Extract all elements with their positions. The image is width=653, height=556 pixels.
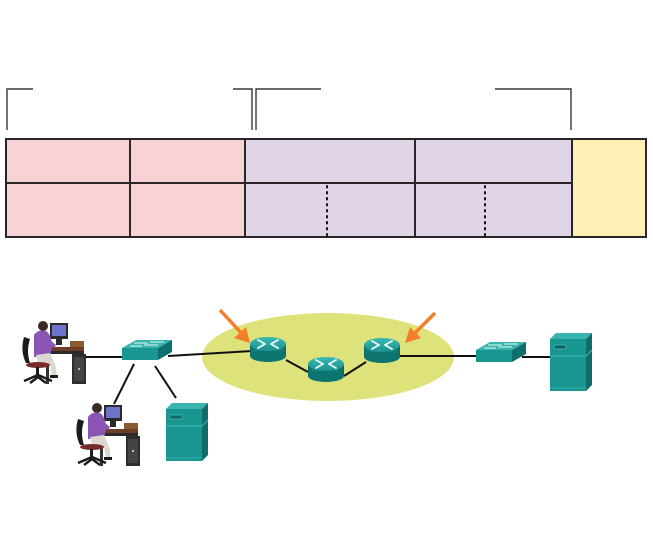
frame-field-1-top xyxy=(5,138,131,184)
wan-cloud-highlight xyxy=(202,313,454,401)
frame-field-5 xyxy=(571,138,647,238)
server-icon[interactable] xyxy=(549,332,593,392)
arrow-icon xyxy=(405,311,437,343)
frame-field-2-bottom xyxy=(129,182,246,238)
link-router1-router2 xyxy=(285,359,309,373)
network-links xyxy=(86,350,550,405)
router-icon[interactable] xyxy=(363,337,401,364)
server-icon[interactable] xyxy=(165,402,209,462)
link-switch1-pc2 xyxy=(113,363,135,405)
switch-icon[interactable] xyxy=(475,341,527,363)
frame-bracket-left xyxy=(6,88,253,130)
frame-format xyxy=(5,138,647,238)
workstation-user-icon[interactable] xyxy=(75,401,142,468)
router-icon[interactable] xyxy=(249,336,287,363)
frame-field-3-top xyxy=(244,138,416,184)
arrow-icon xyxy=(218,308,250,343)
frame-field-4-top xyxy=(414,138,573,184)
frame-field-4-bottom xyxy=(414,182,573,238)
frame-field-3-bottom xyxy=(244,182,416,238)
switch-icon[interactable] xyxy=(121,339,173,361)
frame-field-1-bottom xyxy=(5,182,131,238)
link-switch1-router1 xyxy=(167,350,253,357)
link-switch1-server1 xyxy=(154,365,177,399)
frame-bracket-right xyxy=(255,88,572,130)
router-icon[interactable] xyxy=(307,356,345,383)
frame-field-2-top xyxy=(129,138,246,184)
workstation-user-icon[interactable] xyxy=(21,319,88,386)
link-router2-router3 xyxy=(343,361,367,377)
